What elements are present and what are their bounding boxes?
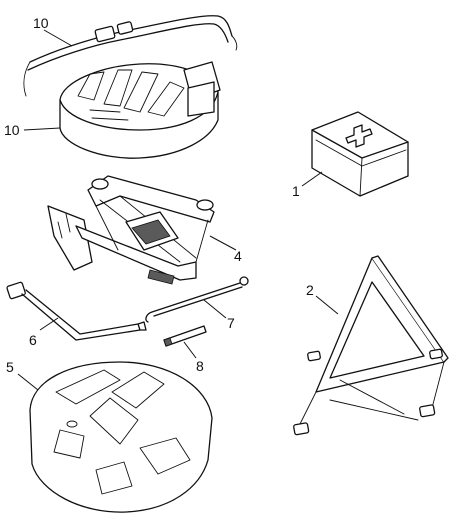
first-aid-kit — [311, 111, 409, 197]
callout-2: 2 — [306, 282, 314, 298]
callout-10: 10 — [4, 122, 20, 138]
jack-handle-rod — [145, 276, 249, 323]
warning-triangle — [293, 255, 449, 436]
jack — [47, 175, 215, 285]
callout-6: 6 — [29, 332, 37, 348]
callout-labels: 10 10 1 4 2 6 7 8 5 — [4, 15, 314, 375]
callout-1: 1 — [292, 183, 300, 199]
retaining-strap — [23, 15, 238, 97]
callout-7: 7 — [227, 315, 235, 331]
callout-4: 4 — [234, 248, 242, 264]
callout-9: 10 — [33, 15, 49, 31]
towing-eye — [163, 325, 207, 347]
wheel-brace — [6, 281, 147, 341]
callout-5: 5 — [6, 359, 14, 375]
leader-lines — [17, 29, 339, 391]
callout-8: 8 — [196, 358, 204, 374]
tool-tray — [59, 61, 221, 159]
spare-wheel-well-tray — [29, 361, 213, 513]
cross-icon — [345, 124, 373, 148]
